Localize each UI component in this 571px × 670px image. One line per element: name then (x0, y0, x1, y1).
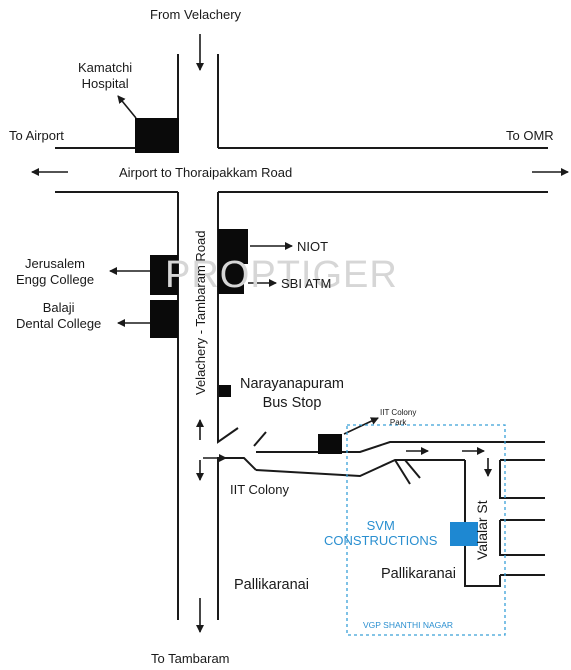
label-to-omr: To OMR (506, 128, 554, 143)
label-valalar-st: Valalar St (474, 500, 490, 560)
label-airport-road: Airport to Thoraipakkam Road (119, 165, 293, 180)
label-svm-constructions: SVM CONSTRUCTIONS (324, 518, 438, 548)
watermark: PROPTIGER (165, 254, 398, 296)
iit-colony-park-marker (318, 434, 342, 454)
label-narayanapuram-bus-stop: Narayanapuram Bus Stop (240, 376, 344, 411)
sbi-atm-marker (218, 264, 244, 294)
label-pallikaranai-right: Pallikaranai (381, 566, 456, 582)
pointer-iit-park (343, 417, 379, 435)
bus-stop-marker (219, 385, 231, 397)
label-iit-colony-park: IIT Colony Park (380, 408, 417, 427)
label-niot: NIOT (297, 239, 329, 254)
jerusalem-college-marker (150, 255, 178, 295)
direction-arrows (31, 34, 569, 633)
label-iit-colony: IIT Colony (230, 482, 290, 497)
pointer-kamatchi (117, 95, 137, 119)
vgp-shanthi-nagar-boundary (346, 424, 506, 636)
landmarks (135, 118, 342, 454)
label-balaji-college: Balaji Dental College (16, 300, 102, 331)
label-sbi-atm: SBI ATM (281, 276, 332, 291)
svm-site-marker (450, 522, 478, 546)
label-pallikaranai-left: Pallikaranai (234, 577, 309, 593)
balaji-college-marker (150, 300, 178, 338)
label-vgp-shanthi-nagar: VGP SHANTHI NAGAR (363, 620, 454, 630)
label-to-airport: To Airport (9, 128, 64, 143)
label-from-velachery: From Velachery (150, 7, 242, 22)
label-velachery-tambaram-road: Velachery - Tambaram Road (193, 230, 208, 395)
niot-marker (218, 229, 248, 264)
label-jerusalem-college: Jerusalem Engg College (16, 256, 95, 287)
label-to-tambaram: To Tambaram (151, 651, 230, 666)
label-kamatchi-hospital: Kamatchi Hospital (78, 60, 133, 91)
kamatchi-hospital-marker (135, 118, 179, 153)
